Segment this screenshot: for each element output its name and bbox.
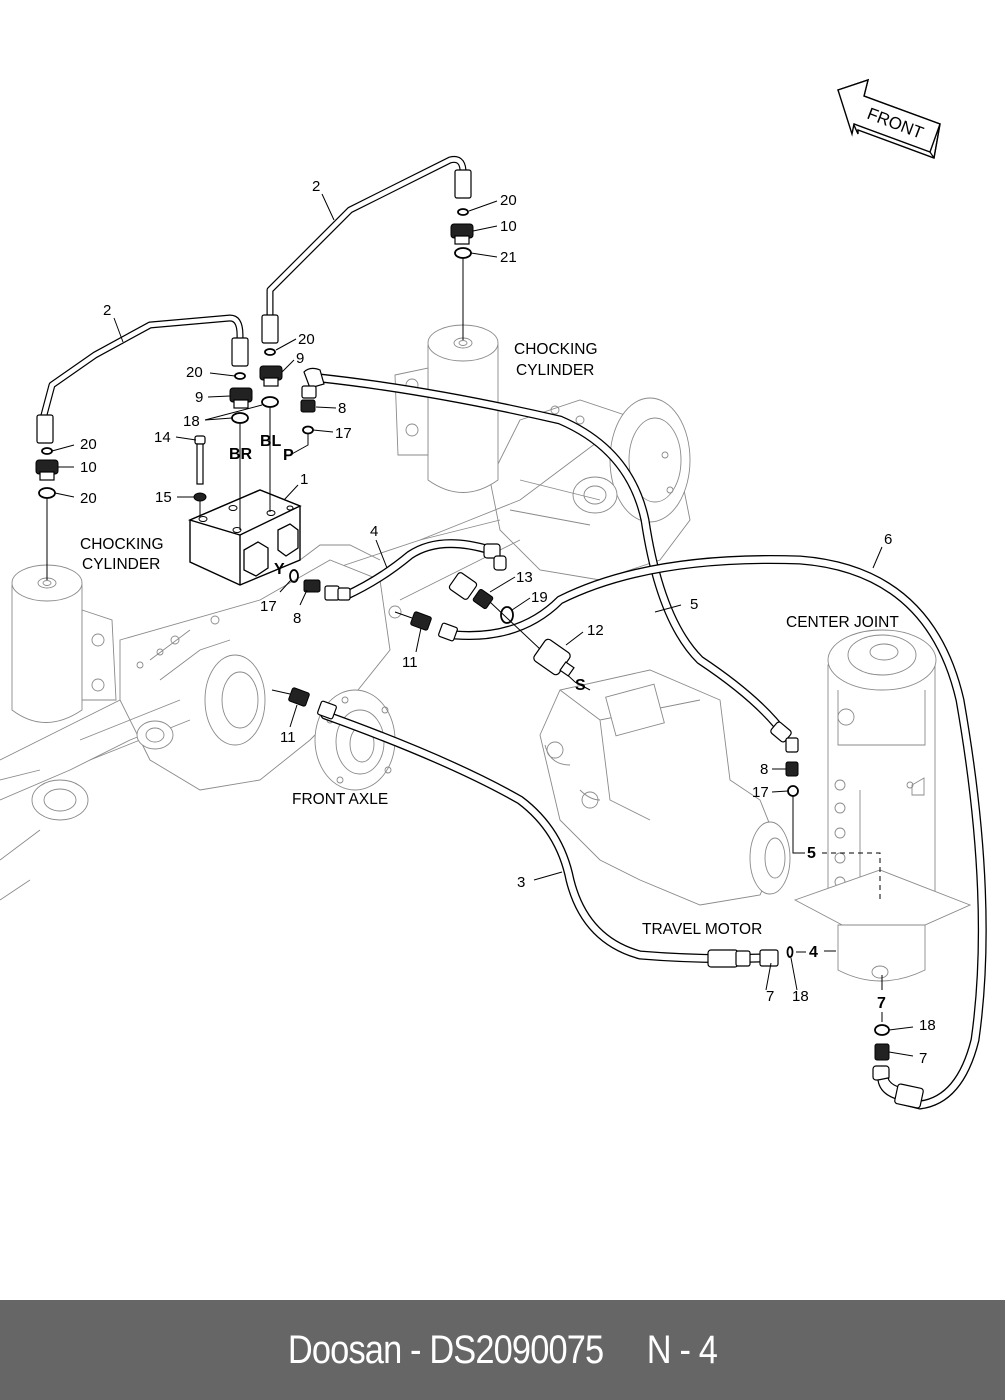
callout-6: 6	[884, 531, 892, 548]
callout-3: 3	[517, 874, 525, 891]
steel-tube-2-top	[266, 156, 467, 319]
callout-20-a: 20	[186, 364, 203, 381]
callout-7-motor: 7	[766, 988, 774, 1005]
tube-nut	[261, 314, 279, 344]
chocking-cylinder-right-label-1: CHOCKING	[514, 341, 598, 358]
port-label-bl: BL	[260, 433, 282, 450]
callout-17-cj: 17	[752, 784, 769, 801]
footer-bar: Doosan - DS2090075 N - 4	[0, 1300, 1005, 1400]
hose-6	[450, 555, 987, 1110]
callout-20-top: 20	[500, 192, 517, 209]
chocking-cylinder-left-label-2: CYLINDER	[82, 556, 160, 573]
fittings	[35, 208, 924, 1109]
callout-13: 13	[516, 569, 533, 586]
footer-part-reference: Doosan - DS2090075 N - 4	[287, 1327, 718, 1372]
callout-17-p: 17	[335, 425, 352, 442]
cj-port-label-4: 4	[809, 944, 818, 961]
callout-15: 15	[155, 489, 172, 506]
callout-11-left: 11	[280, 729, 296, 746]
callout-10-top: 10	[500, 218, 517, 235]
chocking-cylinder-left-label-1: CHOCKING	[80, 536, 164, 553]
hose-4	[340, 539, 495, 601]
cj-port-label-5: 5	[807, 845, 816, 862]
callout-18-cj: 18	[919, 1017, 936, 1034]
callout-10-left: 10	[80, 459, 97, 476]
callout-2-top: 2	[312, 178, 320, 195]
tube-nut	[454, 169, 472, 199]
travel-motor-label: TRAVEL MOTOR	[642, 921, 762, 938]
callout-8-cj: 8	[760, 761, 768, 778]
callout-19: 19	[531, 589, 548, 606]
callout-20-b: 20	[298, 331, 315, 348]
callout-8-valve: 8	[338, 400, 346, 417]
chocking-cylinder-left-drawing	[11, 564, 117, 723]
callout-leaders	[51, 193, 914, 1057]
callout-20-c: 20	[80, 436, 97, 453]
callout-20-d: 20	[80, 490, 97, 507]
parts-diagram: FRONT	[0, 78, 987, 1110]
chocking-cylinder-right-drawing	[394, 324, 499, 493]
callout-4: 4	[370, 523, 378, 540]
hose-5	[315, 373, 790, 740]
tube-nut	[231, 337, 249, 367]
callout-18-valve: 18	[183, 413, 200, 430]
callout-17-y: 17	[260, 598, 277, 615]
front-axle-label: FRONT AXLE	[292, 791, 388, 808]
callout-7-cj: 7	[919, 1050, 927, 1067]
callout-11-mid: 11	[402, 654, 418, 671]
chocking-cylinder-right-label-2: CYLINDER	[516, 362, 594, 379]
callout-14: 14	[154, 429, 171, 446]
steel-tube-2-left	[40, 314, 244, 419]
port-label-br: BR	[229, 446, 253, 463]
hose-3	[320, 710, 765, 964]
tube-nut	[36, 414, 54, 444]
callout-9-left: 9	[195, 389, 203, 406]
callout-9-right: 9	[296, 350, 304, 367]
cj-port-5-dashline	[822, 852, 881, 900]
callout-8-y: 8	[293, 610, 301, 627]
valve-block	[187, 489, 302, 586]
callout-1: 1	[300, 471, 308, 488]
center-joint-label: CENTER JOINT	[786, 614, 899, 631]
port-label-y: Y	[274, 561, 285, 578]
center-joint-drawing	[793, 629, 972, 982]
cj-port-label-7: 7	[877, 995, 886, 1012]
callout-2-left: 2	[103, 302, 111, 319]
travel-motor-drawing	[539, 669, 791, 906]
callout-12: 12	[587, 622, 604, 639]
callout-5: 5	[690, 596, 698, 613]
callout-21: 21	[500, 249, 517, 266]
port-label-s: S	[575, 677, 586, 694]
port-label-p: P	[283, 447, 294, 464]
callout-18-motor: 18	[792, 988, 809, 1005]
front-arrow-icon: FRONT	[837, 78, 941, 159]
